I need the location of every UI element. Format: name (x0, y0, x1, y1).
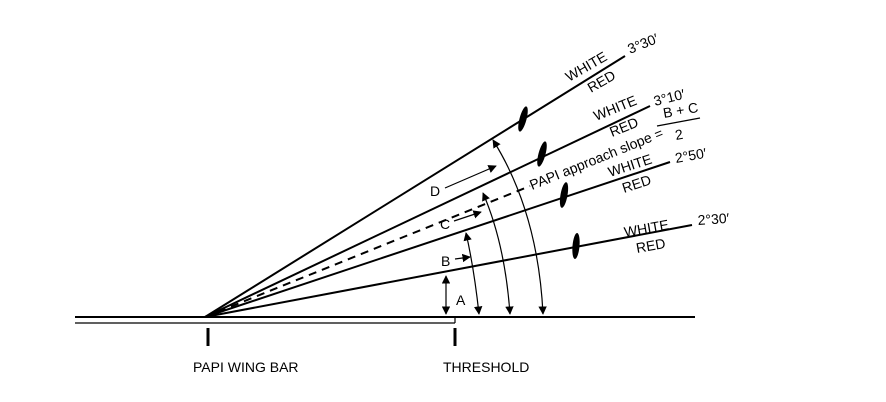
light-unit-1 (518, 106, 528, 132)
beam-4-angle: 2°30′ (697, 210, 730, 228)
light-unit-4 (572, 233, 580, 259)
beam-3-angle: 2°50′ (674, 145, 708, 166)
beam-4-red: RED (635, 235, 667, 256)
threshold-label: THRESHOLD (443, 359, 529, 375)
label-c: C (440, 216, 450, 232)
slope-numerator: B + C (662, 99, 700, 121)
wing-bar-label: PAPI WING BAR (193, 359, 299, 375)
arc-b (463, 232, 483, 315)
arc-d (492, 139, 547, 315)
beam-line-3-30 (204, 55, 626, 318)
beam-line-3-10 (204, 105, 651, 318)
beam-line-2-30 (204, 224, 693, 318)
leader-c (453, 210, 482, 222)
arc-c (482, 192, 514, 315)
leader-b (454, 253, 471, 263)
beam-2-angle: 3°10′ (652, 86, 687, 109)
beam-4-white: WHITE (623, 216, 670, 240)
label-b: B (441, 253, 450, 269)
label-a: A (456, 292, 466, 308)
leader-d (444, 165, 497, 189)
approach-slope-line (204, 185, 531, 318)
label-d: D (430, 183, 440, 199)
slope-denominator: 2 (674, 126, 685, 143)
beam-line-2-50 (204, 161, 671, 318)
slope-fraction-bar (656, 117, 701, 127)
beam-1-angle: 3°30′ (625, 30, 661, 57)
light-unit-3 (559, 182, 569, 208)
